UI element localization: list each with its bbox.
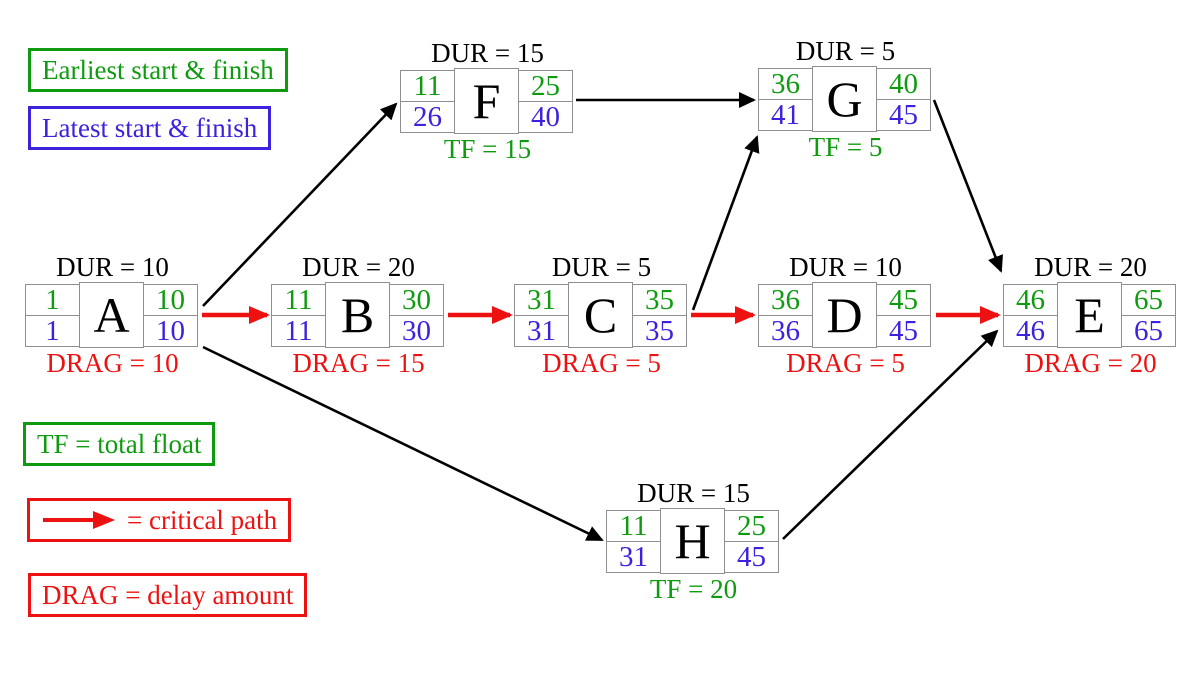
legend-latest-start-finish: Latest start & finish xyxy=(28,106,272,151)
late-start: 46 xyxy=(1004,315,1057,346)
late-start: 26 xyxy=(401,101,454,132)
early-finish: 10 xyxy=(144,284,197,316)
activity-box: 36 41 G 40 45 xyxy=(758,66,933,132)
legend-total-float: TF = total float xyxy=(23,422,216,467)
activity-box: 1 1 A 10 10 xyxy=(25,282,200,348)
activity-node-H: DUR = 15 11 31 H 25 45 TF = 20 xyxy=(606,478,781,604)
drag-label: DRAG = 5 xyxy=(786,348,905,378)
late-start: 31 xyxy=(515,315,568,346)
late-start: 1 xyxy=(26,315,79,346)
edge-A-F xyxy=(202,102,398,307)
activity-letter: F xyxy=(454,68,519,134)
late-finish: 45 xyxy=(725,541,778,572)
early-finish: 40 xyxy=(877,68,930,100)
activity-box: 36 36 D 45 45 xyxy=(758,282,933,348)
total-float-label: TF = 20 xyxy=(649,574,738,604)
activity-node-F: DUR = 15 11 26 F 25 40 TF = 15 xyxy=(400,38,575,164)
duration-label: DUR = 5 xyxy=(551,252,652,282)
edge-H-E xyxy=(782,329,999,540)
late-start: 36 xyxy=(759,315,812,346)
late-finish: 45 xyxy=(877,315,930,346)
duration-label: DUR = 5 xyxy=(795,36,896,66)
late-finish: 30 xyxy=(390,315,443,346)
activity-box: 31 31 C 35 35 xyxy=(514,282,689,348)
legend-critical-path-label: = critical path xyxy=(127,505,278,535)
early-finish: 30 xyxy=(390,284,443,316)
duration-label: DUR = 20 xyxy=(1034,252,1147,282)
activity-node-G: DUR = 5 36 41 G 40 45 TF = 5 xyxy=(758,36,933,162)
critical-path-arrow-icon xyxy=(43,511,115,530)
activity-node-C: DUR = 5 31 31 C 35 35 DRAG = 5 xyxy=(514,252,689,378)
legend-critical-path: = critical path xyxy=(27,498,292,543)
drag-label: DRAG = 10 xyxy=(46,348,179,378)
drag-label: DRAG = 15 xyxy=(292,348,425,378)
total-float-label: TF = 15 xyxy=(443,134,532,164)
early-start: 11 xyxy=(272,284,325,316)
early-start: 36 xyxy=(759,284,812,316)
late-finish: 65 xyxy=(1122,315,1175,346)
activity-node-D: DUR = 10 36 36 D 45 45 DRAG = 5 xyxy=(758,252,933,378)
late-start: 11 xyxy=(272,315,325,346)
activity-letter: C xyxy=(568,282,633,348)
activity-letter: H xyxy=(660,508,725,574)
early-finish: 65 xyxy=(1122,284,1175,316)
drag-label: DRAG = 20 xyxy=(1024,348,1157,378)
early-start: 11 xyxy=(607,510,660,542)
activity-box: 11 11 B 30 30 xyxy=(271,282,446,348)
activity-letter: B xyxy=(325,282,390,348)
activity-node-B: DUR = 20 11 11 B 30 30 DRAG = 15 xyxy=(271,252,446,378)
late-start: 31 xyxy=(607,541,660,572)
legend-earliest-start-finish: Earliest start & finish xyxy=(28,48,288,93)
activity-letter: A xyxy=(79,282,144,348)
activity-letter: D xyxy=(812,282,877,348)
early-finish: 35 xyxy=(633,284,686,316)
activity-node-A: DUR = 10 1 1 A 10 10 DRAG = 10 xyxy=(25,252,200,378)
duration-label: DUR = 20 xyxy=(302,252,415,282)
duration-label: DUR = 15 xyxy=(431,38,544,68)
early-start: 46 xyxy=(1004,284,1057,316)
duration-label: DUR = 10 xyxy=(56,252,169,282)
duration-label: DUR = 10 xyxy=(789,252,902,282)
early-start: 31 xyxy=(515,284,568,316)
early-finish: 25 xyxy=(519,70,572,102)
late-finish: 45 xyxy=(877,99,930,130)
late-finish: 10 xyxy=(144,315,197,346)
late-start: 41 xyxy=(759,99,812,130)
legend-drag: DRAG = delay amount xyxy=(28,573,308,618)
activity-letter: E xyxy=(1057,282,1122,348)
drag-label: DRAG = 5 xyxy=(542,348,661,378)
activity-box: 46 46 E 65 65 xyxy=(1003,282,1178,348)
early-finish: 25 xyxy=(725,510,778,542)
edge-C-G xyxy=(691,135,760,311)
activity-box: 11 31 H 25 45 xyxy=(606,508,781,574)
early-start: 1 xyxy=(26,284,79,316)
edge-G-E xyxy=(932,99,1003,273)
edge-A-H xyxy=(202,345,604,542)
early-finish: 45 xyxy=(877,284,930,316)
activity-node-E: DUR = 20 46 46 E 65 65 DRAG = 20 xyxy=(1003,252,1178,378)
total-float-label: TF = 5 xyxy=(808,132,883,162)
activity-letter: G xyxy=(812,66,877,132)
early-start: 36 xyxy=(759,68,812,100)
late-finish: 35 xyxy=(633,315,686,346)
activity-box: 11 26 F 25 40 xyxy=(400,68,575,134)
early-start: 11 xyxy=(401,70,454,102)
late-finish: 40 xyxy=(519,101,572,132)
duration-label: DUR = 15 xyxy=(637,478,750,508)
